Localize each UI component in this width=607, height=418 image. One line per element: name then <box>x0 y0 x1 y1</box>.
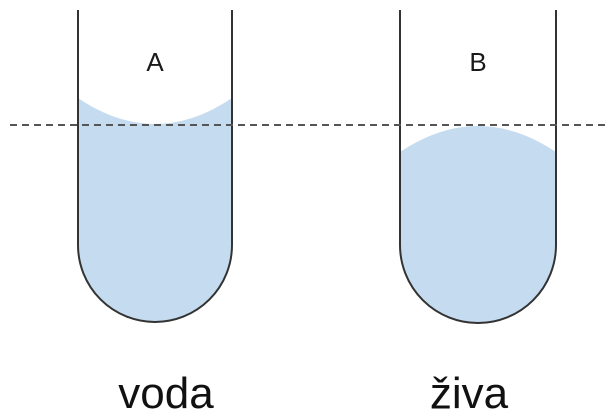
tube-b-outline <box>399 10 557 324</box>
tube-b-liquid <box>400 126 556 323</box>
tube-a-liquid <box>78 98 232 322</box>
tube-b: B <box>399 10 557 324</box>
tube-a: A <box>77 10 233 323</box>
tube-a-outline <box>77 10 233 323</box>
caption-water: voda <box>118 369 214 418</box>
tube-b-label: B <box>469 47 486 77</box>
tube-a-label: A <box>146 47 164 77</box>
caption-mercury: živa <box>430 369 509 418</box>
